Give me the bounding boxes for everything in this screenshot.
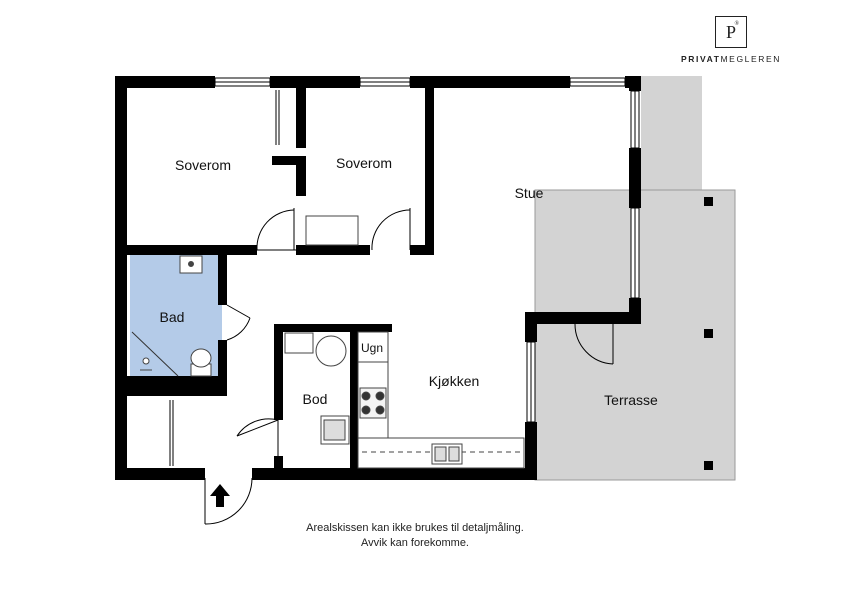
room-label-soverom-1: Soverom <box>175 157 231 173</box>
room-label-stue: Stue <box>515 185 544 201</box>
room-label-kjokken: Kjøkken <box>429 373 480 389</box>
entrance-arrow-icon <box>210 484 230 507</box>
logo-mark: P ® <box>715 16 747 48</box>
fixtures <box>131 215 525 469</box>
terrace-post <box>704 329 713 338</box>
brand-logo: P ® PRIVATMEGLEREN <box>676 16 786 64</box>
room-label-bod: Bod <box>303 391 328 407</box>
logo-registered: ® <box>734 21 739 27</box>
walls <box>115 76 641 480</box>
terrace-floor <box>641 76 702 194</box>
disclaimer-line-2: Avvik kan forekomme. <box>360 537 469 549</box>
brand-name-regular: MEGLEREN <box>720 54 782 64</box>
room-label-bad: Bad <box>160 309 185 325</box>
room-label-soverom-2: Soverom <box>336 155 392 171</box>
disclaimer: Arealskissen kan ikke brukes til detaljm… <box>290 521 540 551</box>
disclaimer-line-1: Arealskissen kan ikke brukes til detaljm… <box>306 522 524 534</box>
label-ugn: Ugn <box>361 341 383 355</box>
doors <box>169 90 614 525</box>
brand-name: PRIVATMEGLEREN <box>676 54 786 64</box>
terrace-post <box>704 461 713 470</box>
terrace-post <box>704 197 713 206</box>
room-label-terrasse: Terrasse <box>604 392 658 408</box>
windows <box>214 77 640 423</box>
logo-letter: P <box>725 21 736 42</box>
brand-name-bold: PRIVAT <box>680 54 721 64</box>
